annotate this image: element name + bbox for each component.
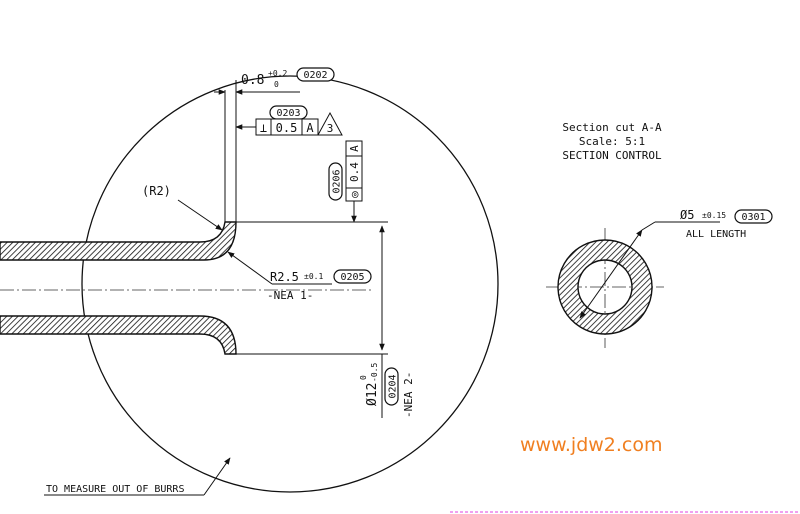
nea2-note: -NEA 2- xyxy=(402,372,415,418)
balloon-0202-label: 0202 xyxy=(303,70,327,81)
all-length-note: ALL LENGTH xyxy=(686,229,746,240)
perp-symbol: ⊥ xyxy=(260,121,267,135)
balloon-0202 xyxy=(296,67,335,82)
balloon-0204 xyxy=(384,367,399,406)
perp-tolerance: 0.5 xyxy=(276,121,298,135)
balloon-0204-label: 0204 xyxy=(388,374,399,398)
outer-diameter-value: Ø12 xyxy=(365,383,380,406)
outer-diameter-tol-upper: 0 xyxy=(359,375,368,380)
upper-tube-wall xyxy=(0,221,237,261)
section-title-3: SECTION CONTROL xyxy=(562,149,662,162)
nea1-note: -NEA 1- xyxy=(267,289,313,302)
balloon-0301-label: 0301 xyxy=(741,212,765,223)
section-title-1: Section cut A-A xyxy=(562,121,662,134)
section-ring xyxy=(557,239,653,335)
balloon-0203-label: 0203 xyxy=(276,108,300,119)
lower-tube-wall xyxy=(0,315,237,355)
conc-tolerance: 0.4 xyxy=(348,162,361,182)
detail-circle xyxy=(81,75,499,493)
balloon-0205 xyxy=(333,269,372,284)
wall-value: 0.8 xyxy=(241,73,264,88)
balloon-0205-label: 0205 xyxy=(340,272,364,283)
balloon-0206-label: 0206 xyxy=(332,169,343,193)
outer-diameter-tol-lower: -0.5 xyxy=(370,363,379,382)
section-diameter-value: Ø5 xyxy=(680,208,694,222)
conc-symbol: ◎ xyxy=(348,191,361,198)
section-title-2: Scale: 5:1 xyxy=(579,135,645,148)
note-triangle xyxy=(317,111,343,136)
balloon-0206 xyxy=(328,162,343,201)
inner-radius-label: (R2) xyxy=(142,184,171,198)
watermark: www.jdw2.com xyxy=(520,434,663,456)
wall-tol-lower: 0 xyxy=(274,80,279,89)
note-triangle-label: 3 xyxy=(327,122,334,135)
bend-radius-value: R2.5 xyxy=(270,270,299,284)
burr-note: TO MEASURE OUT OF BURRS xyxy=(46,484,184,495)
section-diameter-tol: ±0.15 xyxy=(702,211,726,220)
wall-tol-upper: +0.2 xyxy=(268,69,287,78)
perp-datum: A xyxy=(306,121,314,135)
conc-datum: A xyxy=(348,145,361,152)
balloon-0301 xyxy=(734,209,773,224)
bend-radius-tol: ±0.1 xyxy=(304,272,323,281)
